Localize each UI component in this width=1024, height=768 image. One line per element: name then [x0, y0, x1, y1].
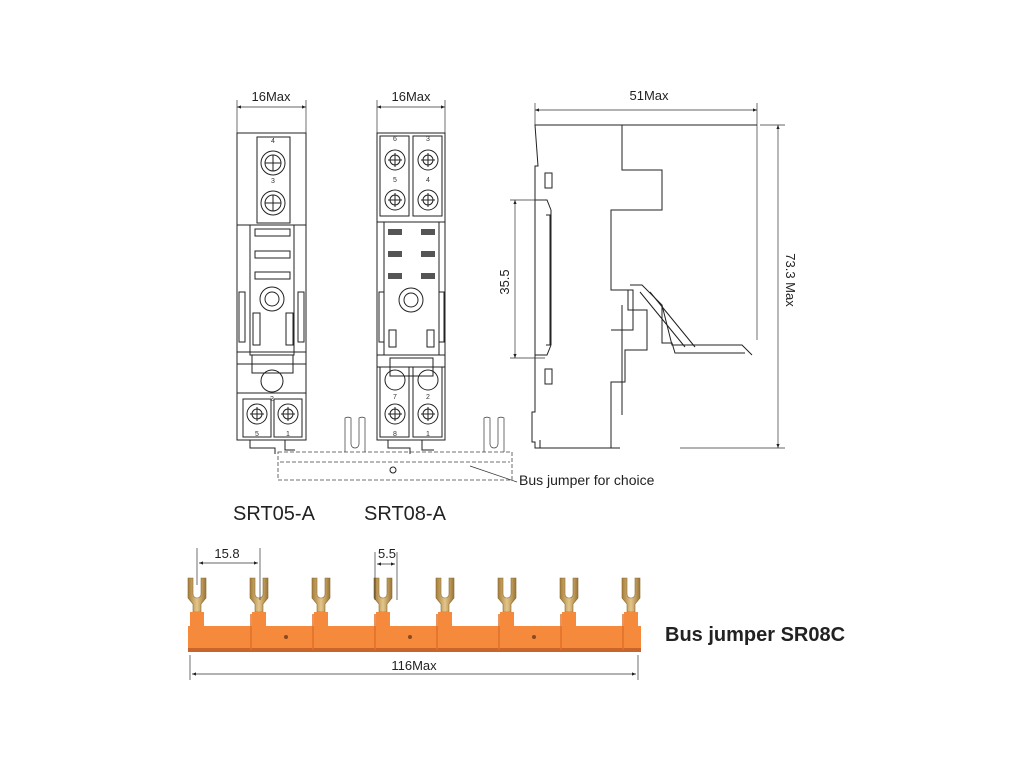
fork-terminal: [249, 577, 269, 628]
screw-icon: [260, 150, 286, 176]
terminal-number: 4: [426, 177, 430, 184]
fork-terminal: [497, 577, 517, 628]
terminal-number: 2: [270, 396, 274, 403]
screw-icon: [384, 149, 406, 171]
mounting-hole: [259, 286, 285, 312]
bus-jumper-title: Bus jumper SR08C: [665, 624, 845, 646]
srt08-model-label: SRT08-A: [364, 503, 447, 525]
srt08-front-view: 16Max 6 3 5 4 7 2 8 1: [376, 89, 446, 454]
rivet: [284, 635, 288, 639]
terminal-number: 2: [426, 394, 430, 401]
depth-dimension: 51Max: [629, 88, 669, 103]
screw-icon: [277, 403, 299, 425]
height-dimension: 73.3 Max: [783, 253, 798, 307]
bus-jumper-body: [188, 626, 641, 651]
length-dimension: 116Max: [391, 658, 437, 673]
terminal-number: 7: [393, 394, 397, 401]
side-view: 51Max 73.3 Max 35.5: [497, 88, 798, 449]
terminal-number: 6: [393, 136, 397, 143]
terminal-number: 5: [393, 177, 397, 184]
fork-width-dimension: 5.5: [378, 546, 396, 561]
terminal-number: 8: [393, 431, 397, 438]
fork-terminal: [621, 577, 641, 628]
screw-icon: [260, 190, 286, 216]
srt05-width-dimension: 16Max: [251, 89, 291, 104]
srt08-width-dimension: 16Max: [391, 89, 431, 104]
screw-icon: [246, 403, 268, 425]
screw-icon: [384, 189, 406, 211]
bus-jumper-note: Bus jumper for choice: [519, 472, 655, 488]
bus-jumper-outline: Bus jumper for choice: [277, 416, 655, 488]
screw-icon: [417, 189, 439, 211]
terminal-number: 3: [271, 178, 275, 185]
screw-icon: [417, 403, 439, 425]
screw-icon: [260, 369, 284, 393]
fork-terminal: [311, 577, 331, 628]
terminal-number: 3: [426, 136, 430, 143]
pitch-dimension: 15.8: [214, 546, 239, 561]
srt05-front-view: 16Max 4 3 2 5 1: [236, 89, 307, 454]
fork-terminal: [187, 577, 207, 628]
srt05-model-label: SRT05-A: [233, 503, 316, 525]
screw-icon: [384, 403, 406, 425]
fork-terminal: [559, 577, 579, 628]
fork-terminal: [435, 577, 455, 628]
rail-dimension: 35.5: [497, 269, 512, 294]
terminal-number: 1: [286, 431, 290, 438]
mounting-hole: [398, 287, 424, 313]
fork-terminal: [373, 577, 393, 628]
bus-jumper-sr08c: 15.8 5.5 116Max: [187, 546, 641, 680]
rivet: [532, 635, 536, 639]
terminal-number: 4: [271, 138, 275, 145]
terminal-number: 5: [255, 431, 259, 438]
terminal-number: 1: [426, 431, 430, 438]
rivet: [408, 635, 412, 639]
screw-icon: [417, 149, 439, 171]
